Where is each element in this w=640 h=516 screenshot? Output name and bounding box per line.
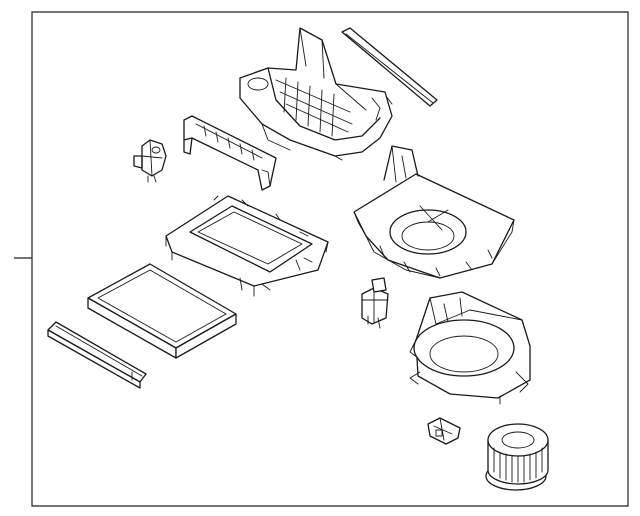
filter-housing-frame-icon — [166, 196, 328, 296]
diagram-frame — [14, 12, 628, 506]
blower-housing-lower-icon — [410, 292, 530, 404]
filter-door-strip-icon — [48, 322, 146, 388]
blower-motor-fan-icon — [486, 424, 548, 490]
connector-icon — [428, 418, 460, 444]
filter-cover-bracket-icon — [184, 116, 276, 190]
actuator-motor-icon — [134, 140, 166, 182]
case-seal-strip-icon — [342, 28, 437, 106]
cabin-air-filter-icon — [88, 264, 236, 358]
blower-case-upper-icon — [240, 28, 392, 160]
blower-case-middle-icon — [354, 146, 514, 278]
resistor-icon — [362, 278, 388, 328]
